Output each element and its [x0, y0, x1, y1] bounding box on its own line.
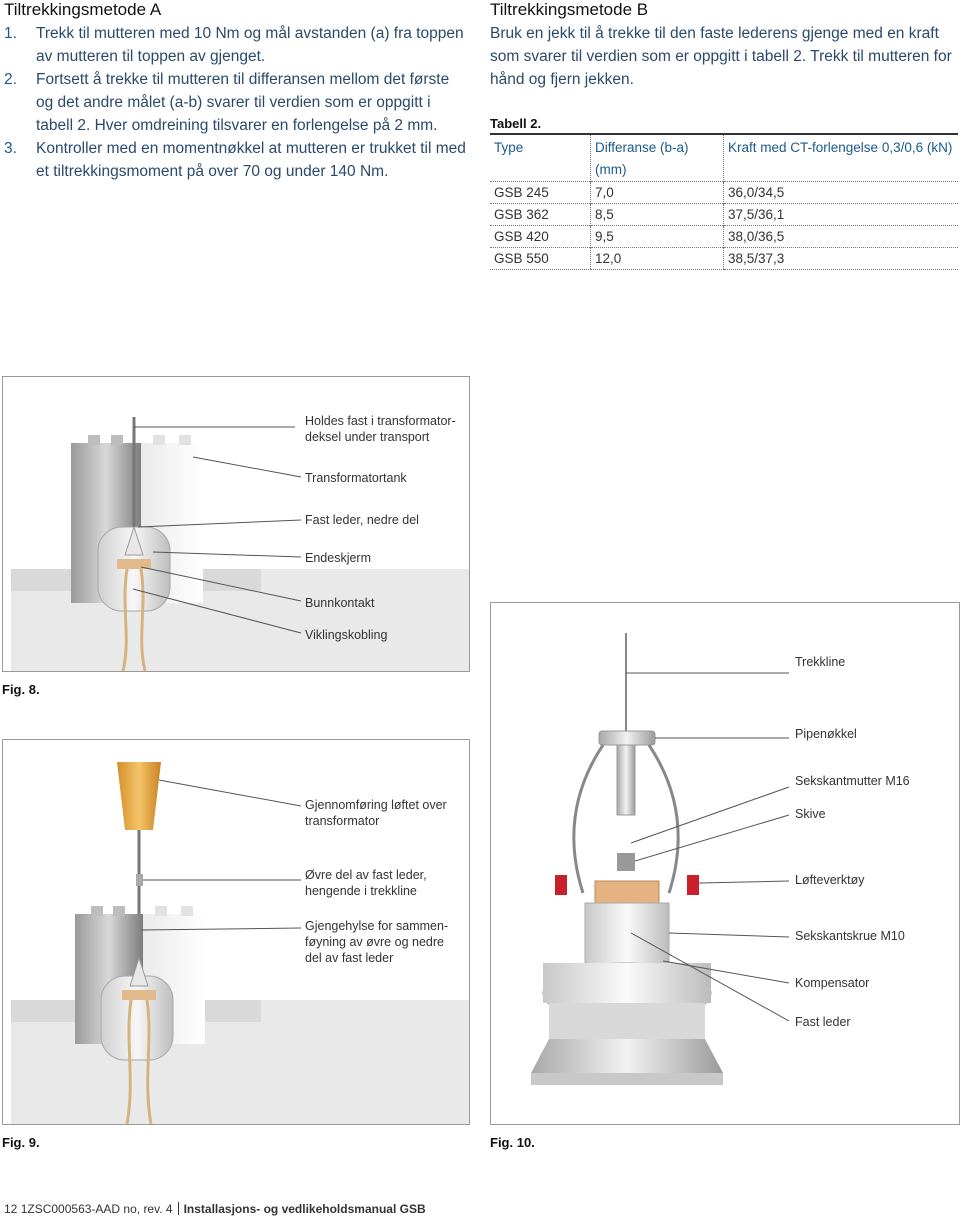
table-header: Differanse (b-a) (mm) — [590, 133, 724, 182]
fig9-label: Gjennomføring løftet over transformator — [305, 798, 447, 828]
table-row: GSB 362 8,5 37,5/36,1 — [490, 203, 958, 226]
step-text: Trekk til mutteren med 10 Nm og mål avst… — [36, 25, 464, 65]
fig8-illustration — [11, 417, 469, 671]
fig10-label: Pipenøkkel — [795, 727, 857, 741]
fig8-label: Transformatortank — [305, 471, 407, 485]
step-1: 1. Trekk til mutteren med 10 Nm og mål av… — [4, 22, 470, 68]
method-b-title: Tiltrekkingsmetode B — [490, 0, 649, 19]
figure-9: Gjennomføring løftet over transformator … — [2, 739, 470, 1125]
table-cell: 38,0/36,5 — [723, 225, 958, 248]
manual-title: Installasjons- og vedlikeholdsmanual GSB — [183, 1202, 426, 1216]
page-footer: 12 1ZSC000563-AAD no, rev. 4 Installasjon… — [4, 1202, 426, 1216]
table-header: Kraft med CT-forlengelse 0,3/0,6 (kN) — [723, 133, 958, 182]
footer-divider — [177, 1202, 179, 1215]
fig8-label: Endeskjerm — [305, 551, 371, 565]
table-2: Type Differanse (b-a) (mm) Kraft med CT-… — [490, 133, 958, 270]
doc-id: 1ZSC000563-AAD no, rev. 4 — [20, 1202, 173, 1216]
step-number: 1. — [4, 25, 17, 42]
table-cell: 12,0 — [590, 247, 724, 270]
fig9-label: Øvre del av fast leder, hengende i trekk… — [305, 868, 427, 898]
table-cell: 9,5 — [590, 225, 724, 248]
table-row: GSB 550 12,0 38,5/37,3 — [490, 247, 958, 270]
table-row: GSB 245 7,0 36,0/34,5 — [490, 181, 958, 204]
table-header-row: Type Differanse (b-a) (mm) Kraft med CT-… — [490, 133, 958, 182]
step-2: 2. Fortsett å trekke til mutteren til dif… — [4, 68, 470, 137]
table-row: GSB 420 9,5 38,0/36,5 — [490, 225, 958, 248]
fig9-illustration — [11, 762, 469, 1124]
fig10-label: Fast leder — [795, 1015, 851, 1029]
table-cell: 36,0/34,5 — [723, 181, 958, 204]
fig10-label: Trekkline — [795, 655, 846, 669]
table-cell: GSB 420 — [490, 225, 591, 248]
table-cell: 37,5/36,1 — [723, 203, 958, 226]
step-text: Kontroller med en momentnøkkel at mutter… — [36, 140, 466, 180]
figure-10: Trekkline Pipenøkkel Sekskantmutter M16 … — [490, 602, 960, 1125]
fig10-label: Skive — [795, 807, 826, 821]
step-number: 3. — [4, 140, 17, 157]
table-header: Type — [490, 133, 591, 182]
fig8-label: Holdes fast i transformator- deksel unde… — [305, 414, 456, 444]
method-a-steps: 1. Trekk til mutteren med 10 Nm og mål av… — [4, 22, 470, 183]
fig8-label: Viklingskobling — [305, 628, 388, 642]
fig10-illustration — [531, 633, 790, 1085]
step-3: 3. Kontroller med en momentnøkkel at mutt… — [4, 137, 470, 183]
step-text: Fortsett å trekke til mutteren til diffe… — [36, 71, 450, 134]
table-cell: GSB 245 — [490, 181, 591, 204]
fig10-label: Sekskantmutter M16 — [795, 774, 910, 788]
table-cell: 38,5/37,3 — [723, 247, 958, 270]
table-caption: Tabell 2. — [490, 116, 542, 131]
fig9-caption: Fig. 9. — [2, 1135, 40, 1150]
fig10-caption: Fig. 10. — [490, 1135, 535, 1150]
table-cell: 7,0 — [590, 181, 724, 204]
table-cell: GSB 550 — [490, 247, 591, 270]
fig8-caption: Fig. 8. — [2, 682, 40, 697]
step-number: 2. — [4, 71, 17, 88]
method-a-title: Tiltrekkingsmetode A — [4, 0, 162, 19]
fig8-label: Fast leder, nedre del — [305, 513, 419, 527]
fig10-label: Kompensator — [795, 976, 870, 990]
figure-8: Holdes fast i transformator- deksel unde… — [2, 376, 470, 672]
fig10-label: Løfteverktøy — [795, 873, 865, 887]
fig9-label: Gjengehylse for sammen- føyning av øvre … — [305, 919, 449, 965]
fig10-label: Sekskantskrue M10 — [795, 929, 905, 943]
table-cell: GSB 362 — [490, 203, 591, 226]
table-cell: 8,5 — [590, 203, 724, 226]
page-number: 12 — [4, 1202, 18, 1216]
fig8-label: Bunnkontakt — [305, 596, 375, 610]
method-b-text: Bruk en jekk til å trekke til den faste … — [490, 25, 952, 88]
